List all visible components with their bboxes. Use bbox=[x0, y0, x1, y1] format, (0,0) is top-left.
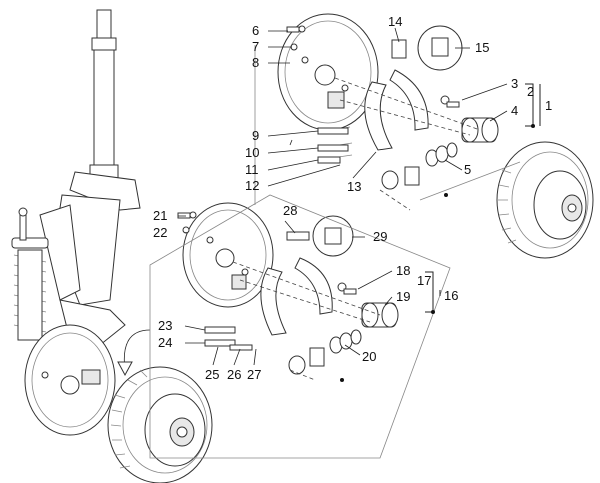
callout-4: 4 bbox=[511, 103, 518, 118]
cylinder-seals-upper bbox=[381, 142, 458, 190]
assembly-lines bbox=[232, 77, 481, 381]
callout-10: 10 bbox=[245, 145, 259, 160]
callout-16: 16 bbox=[444, 288, 458, 303]
callout-26: 26 bbox=[227, 367, 241, 382]
callout-27: 27 bbox=[247, 367, 261, 382]
brake-drum-lower bbox=[107, 366, 213, 483]
coil-spring bbox=[11, 207, 49, 341]
callout-15: 15 bbox=[475, 40, 489, 55]
callout-29: 29 bbox=[373, 229, 387, 244]
brake-shoes-middle bbox=[260, 257, 333, 336]
hardware-middle bbox=[177, 211, 357, 351]
callout-3: 3 bbox=[511, 76, 518, 91]
group-outline bbox=[149, 194, 451, 459]
bleed-screw-cap bbox=[417, 25, 463, 71]
bleed-screw-cap-middle bbox=[312, 215, 354, 257]
callout-25: 25 bbox=[205, 367, 219, 382]
callout-5: 5 bbox=[464, 162, 471, 177]
callout-7: 7 bbox=[252, 39, 259, 54]
callout-18: 18 bbox=[396, 263, 410, 278]
callout-8: 8 bbox=[252, 55, 259, 70]
callout-21: 21 bbox=[153, 208, 167, 223]
backing-plate-upper bbox=[277, 13, 379, 131]
callout-9: 9 bbox=[252, 128, 259, 143]
hardware-upper bbox=[286, 25, 460, 164]
callout-1: 1 bbox=[545, 98, 552, 113]
backing-plate-lower bbox=[24, 324, 116, 436]
callout-13: 13 bbox=[347, 179, 361, 194]
callout-23: 23 bbox=[158, 318, 172, 333]
callout-20: 20 bbox=[362, 349, 376, 364]
callout-24: 24 bbox=[158, 335, 172, 350]
callout-12: 12 bbox=[245, 178, 259, 193]
callout-22: 22 bbox=[153, 225, 167, 240]
callout-11: 11 bbox=[245, 162, 259, 177]
callout-2: 2 bbox=[527, 84, 534, 99]
bracket-dots bbox=[340, 124, 535, 382]
group-brackets bbox=[425, 83, 541, 313]
leader-lines bbox=[178, 27, 508, 366]
wheel-cylinder-upper bbox=[461, 117, 499, 143]
backing-plate-middle bbox=[182, 202, 274, 308]
callout-28: 28 bbox=[283, 203, 297, 218]
brake-shoes-upper bbox=[364, 69, 429, 151]
callout-14: 14 bbox=[388, 14, 402, 29]
callout-19: 19 bbox=[396, 289, 410, 304]
callout-17: 17 bbox=[417, 273, 431, 288]
callout-6: 6 bbox=[252, 23, 259, 38]
cylinder-seals-middle bbox=[288, 329, 362, 375]
callout-labels: 6 7 8 14 15 3 2 1 4 9 10 11 12 13 5 21 2… bbox=[153, 14, 552, 382]
suspension-strut bbox=[39, 9, 141, 306]
brake-drum-upper bbox=[496, 141, 594, 259]
